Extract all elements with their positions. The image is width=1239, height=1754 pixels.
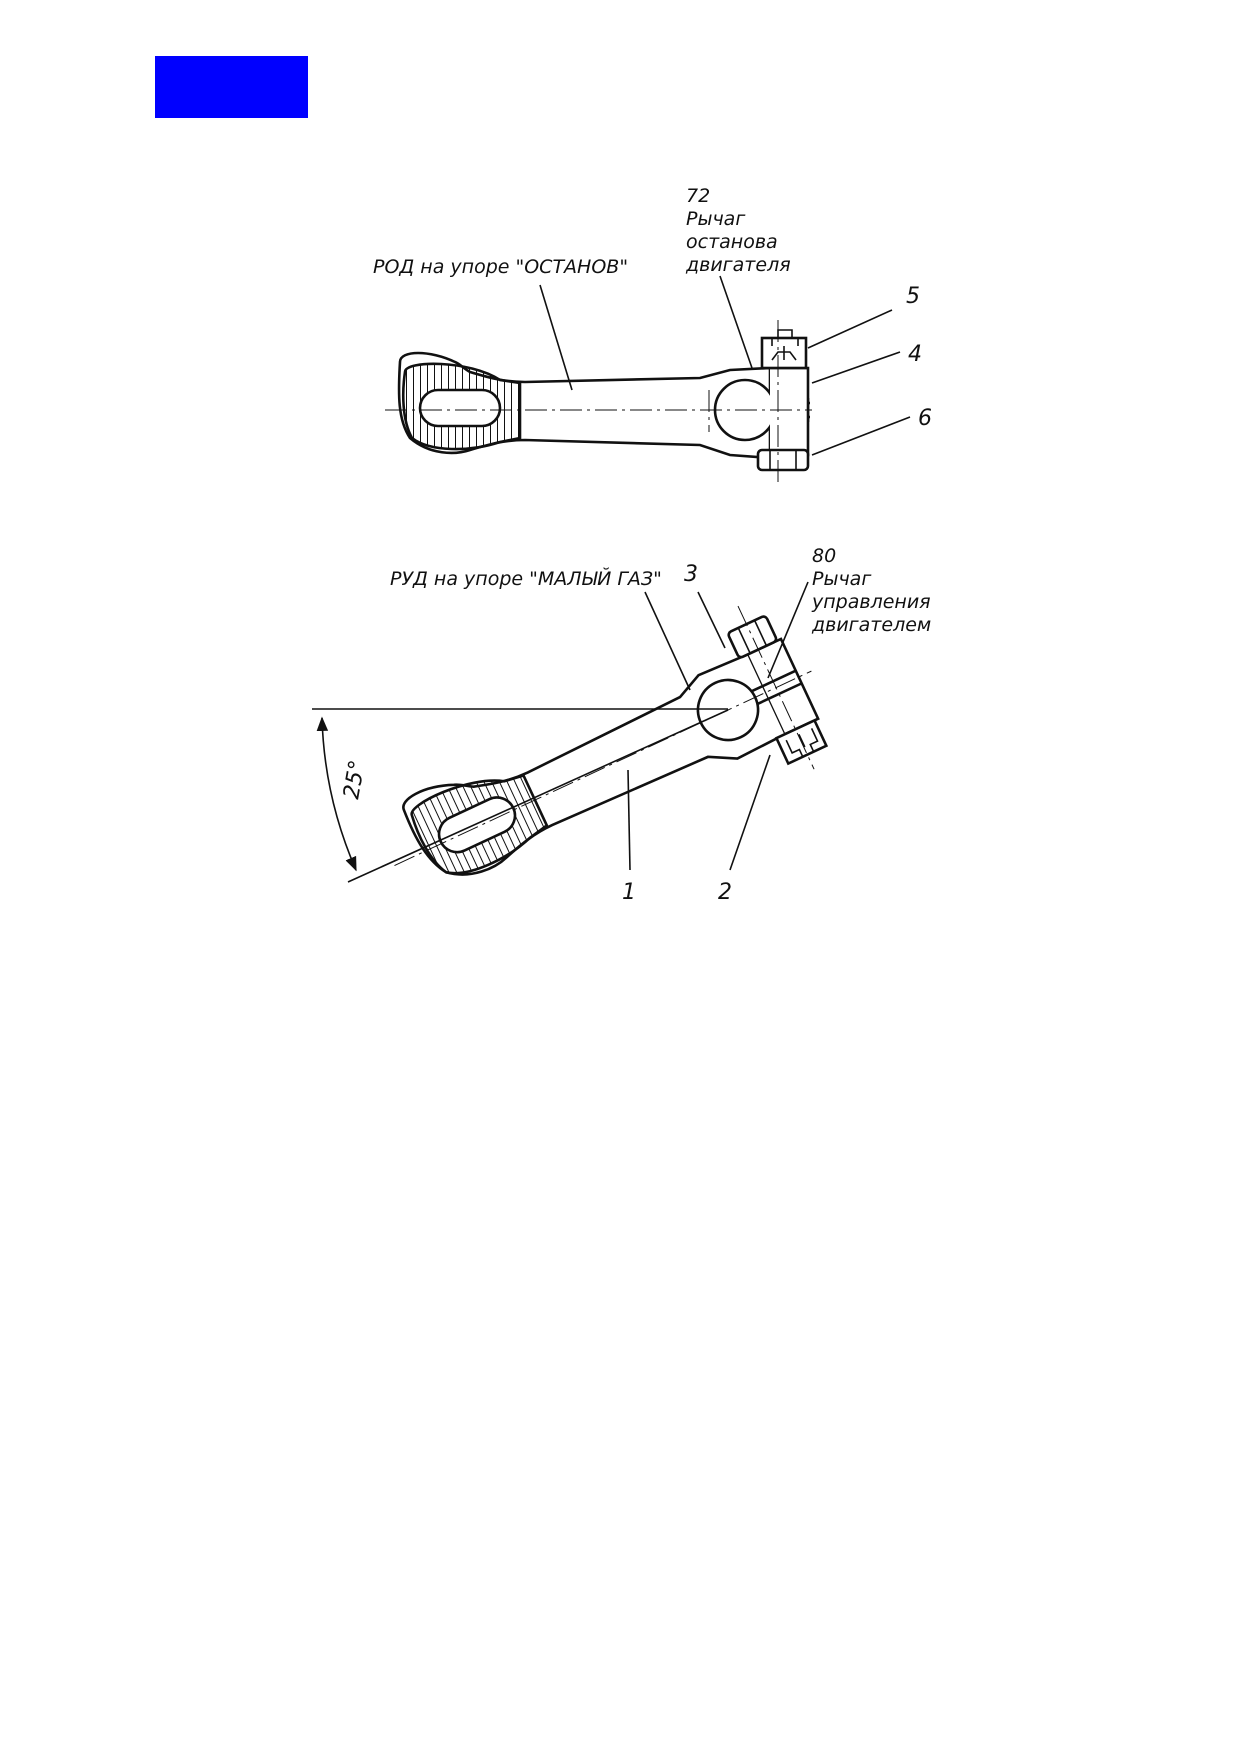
top-lever-view — [385, 320, 812, 482]
angle-arc — [316, 716, 357, 872]
part-80-name-line3: двигателем — [811, 614, 931, 636]
callout-4: 4 — [908, 342, 922, 367]
rud-label: РУД на упоре "МАЛЫЙ ГАЗ" — [390, 567, 662, 590]
callout-1: 1 — [622, 880, 636, 905]
callout-5: 5 — [906, 284, 920, 309]
angle-25-label: 25° — [339, 758, 370, 801]
part-72-name-line1: Рычаг — [686, 208, 746, 230]
bottom-lever-view — [394, 605, 829, 876]
blue-marker-block — [155, 56, 308, 118]
top-lever-slot — [418, 388, 502, 428]
callout-3: 3 — [684, 562, 698, 587]
callout-2: 2 — [718, 880, 732, 905]
part-72-name-line3: двигателя — [685, 254, 791, 276]
part-72-name-line2: останова — [686, 231, 778, 253]
top-bolt-head — [760, 329, 808, 370]
lever-axis-line — [347, 709, 729, 883]
part-80-name-line1: Рычаг — [812, 568, 872, 590]
part-80-name-line2: управления — [811, 591, 931, 613]
top-nut — [756, 448, 810, 472]
rod-label: РОД на упоре "ОСТАНОВ" — [373, 256, 628, 278]
callout-6: 6 — [918, 406, 932, 431]
part-80-number: 80 — [812, 545, 836, 567]
part-72-number: 72 — [686, 185, 710, 207]
